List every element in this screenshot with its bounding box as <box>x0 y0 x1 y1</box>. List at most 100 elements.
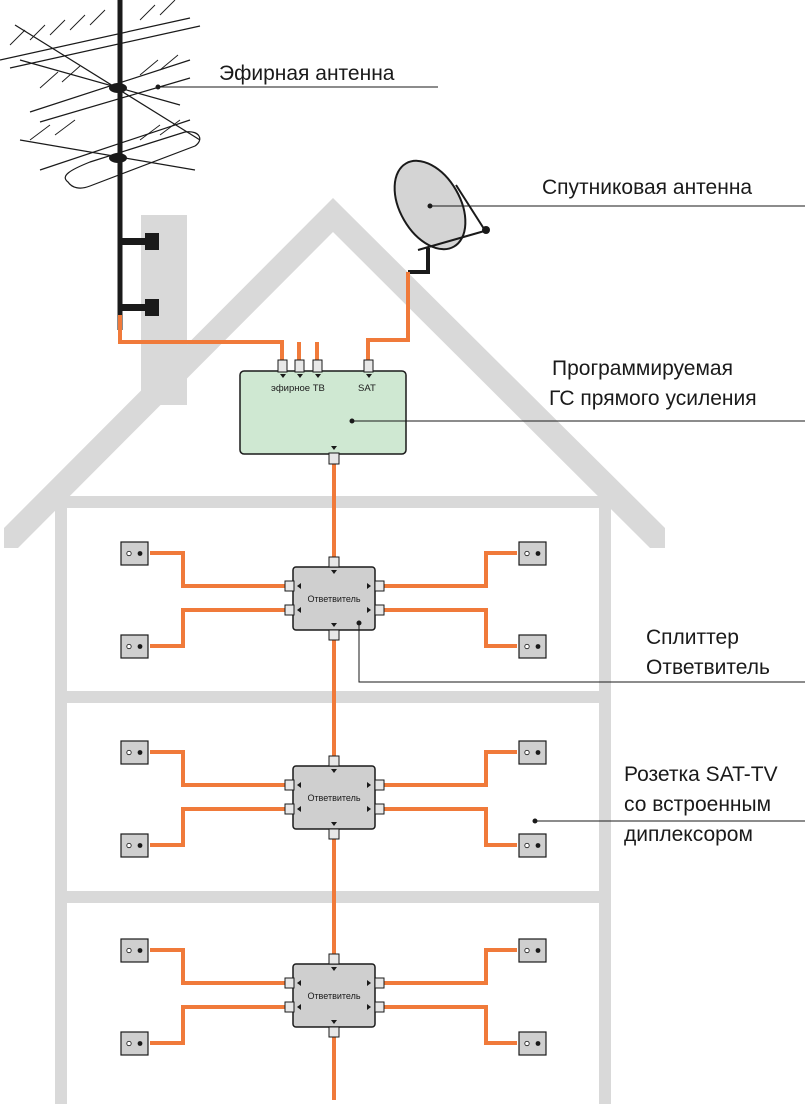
cable-satellite <box>366 272 410 360</box>
socket-sat-port <box>535 644 541 649</box>
tap-port <box>284 977 295 989</box>
label-splitter-2: Ответвитель <box>646 656 770 679</box>
floor-bottom: Ответвитель <box>120 938 547 1056</box>
floor-top: Ответвитель <box>120 541 547 659</box>
branch-cable <box>376 608 517 648</box>
tap-port <box>328 556 340 568</box>
tap-port <box>374 977 385 989</box>
tap-label: Ответвитель <box>307 594 360 604</box>
branch-cable <box>150 1005 292 1045</box>
socket-tv-port <box>126 947 132 954</box>
label-sat-antenna: Спутниковая антенна <box>542 176 752 199</box>
socket-tv-port <box>126 749 132 756</box>
socket-sat-port <box>137 843 143 848</box>
label-amplifier-2: ГС прямого усиления <box>549 387 757 410</box>
branch-cable <box>150 807 292 847</box>
label-amplifier-1: Программируемая <box>552 357 733 380</box>
label-socket-1: Розетка SAT-TV <box>624 763 778 786</box>
dipole-lower <box>109 153 127 163</box>
leader-splitter <box>358 623 805 683</box>
tap-port <box>374 779 385 791</box>
branch-cable <box>376 1005 517 1045</box>
terrestrial-antenna <box>0 0 201 330</box>
socket-tv-port <box>524 643 530 650</box>
wall-socket <box>120 634 149 659</box>
mount-bracket-lower <box>120 304 158 311</box>
floor-middle: Ответвитель <box>120 740 547 858</box>
wall-socket <box>518 541 547 566</box>
lnb-feed <box>482 226 490 234</box>
socket-tv-port <box>126 842 132 849</box>
wall-socket <box>518 833 547 858</box>
branch-cable <box>150 750 292 787</box>
branch-cable <box>150 948 292 985</box>
leader-lines <box>155 84 805 824</box>
wall-socket <box>120 938 149 963</box>
amplifier-body <box>239 370 407 455</box>
socket-tv-port <box>524 1040 530 1047</box>
tap-port <box>328 1026 340 1038</box>
branch-cables <box>150 948 517 1045</box>
tap-port <box>284 580 295 592</box>
tap-port <box>284 779 295 791</box>
socket-sat-port <box>535 843 541 848</box>
dipole-upper <box>109 83 127 93</box>
loop-dipole <box>64 131 201 189</box>
wall-socket <box>518 634 547 659</box>
socket-tv-port <box>126 643 132 650</box>
socket-sat-port <box>535 1041 541 1046</box>
wall-socket <box>518 1031 547 1056</box>
branch-cable <box>376 807 517 847</box>
mount-bracket-upper <box>120 238 158 245</box>
tap-label: Ответвитель <box>307 793 360 803</box>
amp-output <box>328 452 340 465</box>
socket-tv-port <box>126 550 132 557</box>
tap-port <box>328 755 340 767</box>
socket-sat-port <box>137 551 143 556</box>
socket-tv-port <box>524 842 530 849</box>
socket-sat-port <box>137 750 143 755</box>
branch-cable <box>150 608 292 648</box>
dish-mount <box>408 248 430 274</box>
tap-port <box>284 803 295 815</box>
wall-socket <box>120 833 149 858</box>
socket-tv-port <box>524 550 530 557</box>
wall-socket <box>120 541 149 566</box>
tap-port <box>328 629 340 641</box>
cable-terrestrial <box>118 315 284 360</box>
tap-port <box>374 803 385 815</box>
amplifier: эфирное ТВ SAT <box>239 359 407 465</box>
tap-arrows <box>297 967 371 1024</box>
branch-cables <box>150 750 517 847</box>
amp-input-sat <box>363 359 374 373</box>
branch-cable <box>376 948 517 985</box>
branch-cable <box>150 551 292 588</box>
socket-sat-port <box>137 1041 143 1046</box>
label-socket-3: диплексором <box>624 823 753 846</box>
wall-socket <box>120 1031 149 1056</box>
amp-input-1 <box>277 359 288 373</box>
label-air-antenna: Эфирная антенна <box>219 62 395 85</box>
tap-port <box>284 1001 295 1013</box>
tap-port <box>374 604 385 616</box>
satellite-dish <box>393 159 490 274</box>
tap-port <box>328 828 340 840</box>
tap-port <box>284 604 295 616</box>
socket-sat-port <box>535 551 541 556</box>
socket-tv-port <box>126 1040 132 1047</box>
wall-socket <box>120 740 149 765</box>
amp-input-2 <box>294 359 305 373</box>
amp-input-3 <box>312 359 323 373</box>
amp-air-port-label: эфирное ТВ <box>271 383 325 394</box>
socket-sat-port <box>535 948 541 953</box>
tap-arrows <box>297 570 371 627</box>
tap-port <box>374 1001 385 1013</box>
callouts: Эфирная антенна Спутниковая антенна Прог… <box>219 62 778 846</box>
socket-sat-port <box>137 948 143 953</box>
label-socket-2: со встроенным <box>624 793 771 816</box>
socket-tv-port <box>524 749 530 756</box>
socket-sat-port <box>137 644 143 649</box>
branch-cable <box>376 551 517 588</box>
